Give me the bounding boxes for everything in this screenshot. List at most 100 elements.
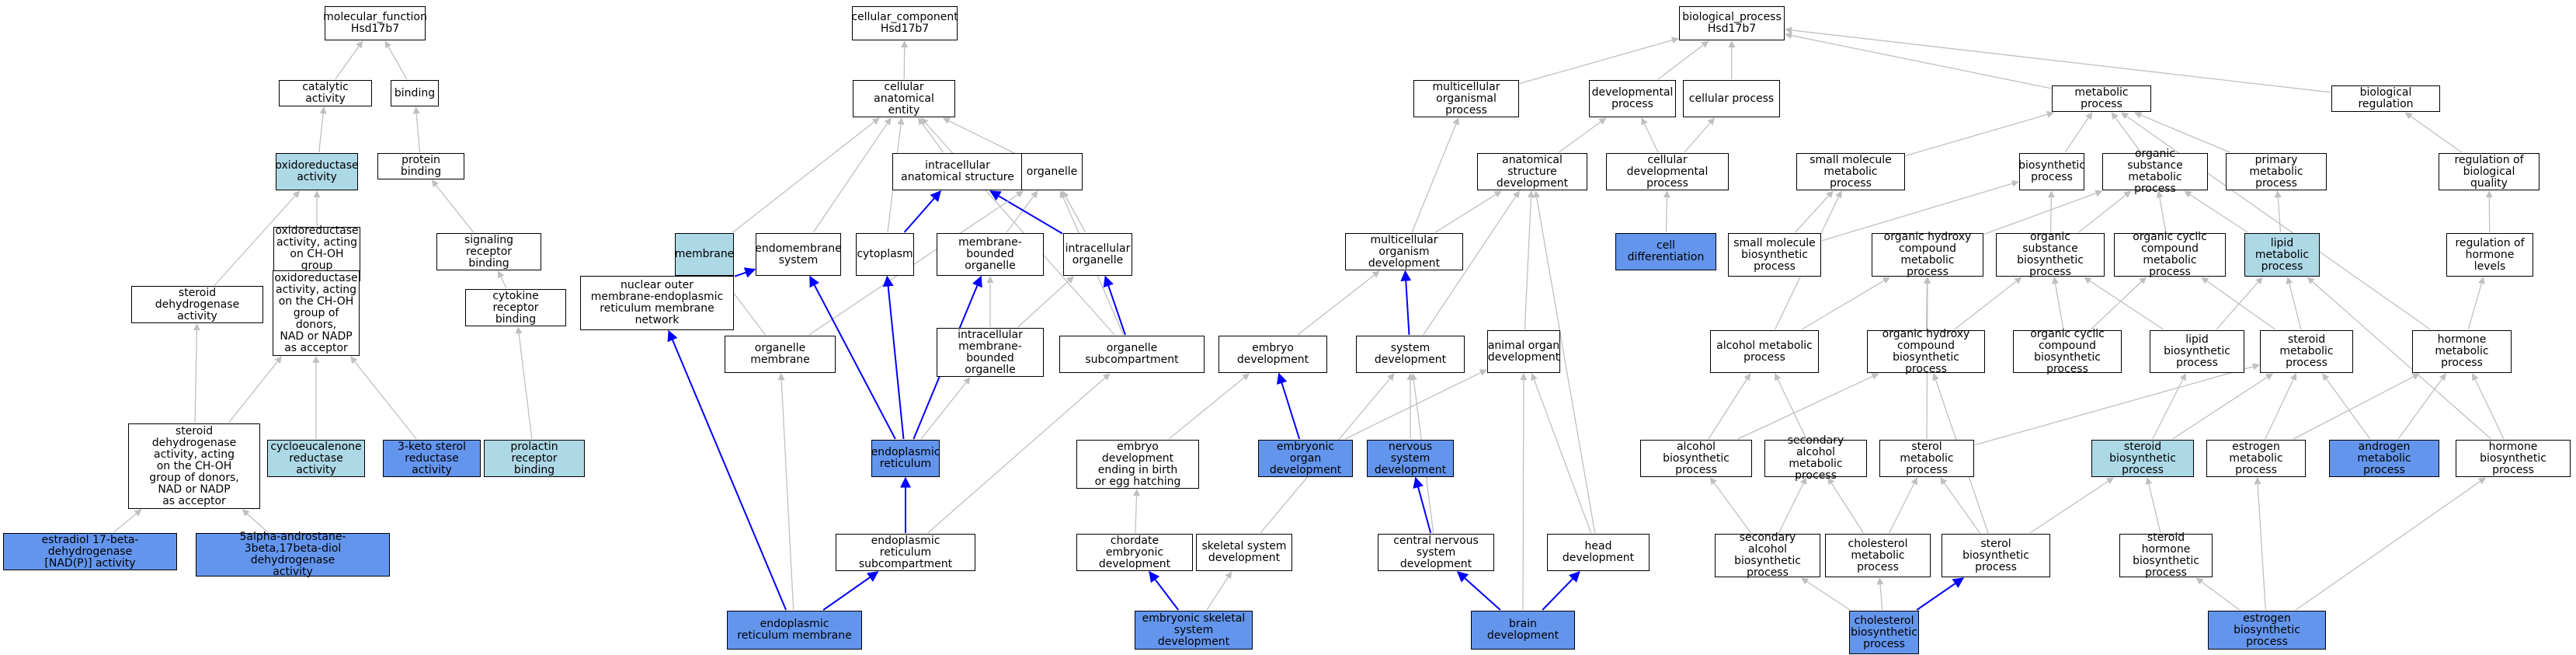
- node-esd[interactable]: embryonic skeletal system development: [1135, 611, 1253, 650]
- node-lipid-bp[interactable]: lipid biosynthetic process: [2150, 330, 2244, 373]
- node-shbp[interactable]: steroid hormone biosynthetic process: [2119, 532, 2213, 579]
- node-er-subcomp[interactable]: endoplasmic reticulum subcompartment: [836, 534, 975, 571]
- node-steroid-dh[interactable]: steroid dehydrogenase activity: [131, 286, 263, 323]
- node-androgen-mp[interactable]: androgen metabolic process: [2329, 440, 2439, 477]
- node-samp[interactable]: secondary alcohol metabolic process: [1764, 435, 1867, 482]
- node-prolactin[interactable]: prolactin receptor binding: [484, 440, 585, 477]
- node-ssd[interactable]: skeletal system development: [1196, 534, 1292, 571]
- node-embryo-dev[interactable]: embryo development: [1218, 336, 1327, 373]
- node-ox-choh-nad[interactable]: oxidoreductase activity, acting on the C…: [273, 270, 360, 356]
- node-osmp[interactable]: organic substance metabolic process: [2102, 148, 2208, 195]
- node-biosynthetic[interactable]: biosynthetic process: [2018, 153, 2085, 190]
- node-er[interactable]: endoplasmic reticulum: [871, 440, 940, 477]
- node-rhl[interactable]: regulation of hormone levels: [2446, 233, 2533, 277]
- edge-lipid_bp-to-lipid_mp: [2216, 277, 2263, 330]
- node-sterol-mp[interactable]: sterol metabolic process: [1879, 440, 1974, 477]
- edge-alcohol_bp-to-alcohol_mp: [1708, 373, 1751, 440]
- node-steroid-mp[interactable]: steroid metabolic process: [2260, 330, 2353, 373]
- node-alcohol-mp[interactable]: alcohol metabolic process: [1710, 330, 1819, 373]
- node-biological-regulation[interactable]: biological regulation: [2331, 85, 2440, 112]
- node-org-subcomp[interactable]: organelle subcompartment: [1059, 336, 1205, 373]
- node-androstane[interactable]: 5alpha-androstane-3beta,17beta-diol dehy…: [196, 531, 390, 578]
- node-signaling-receptor-binding[interactable]: signaling receptor binding: [436, 233, 541, 270]
- node-aod[interactable]: animal organ development: [1487, 330, 1560, 373]
- node-chol-mp[interactable]: cholesterol metabolic process: [1825, 534, 1931, 577]
- node-binding[interactable]: binding: [391, 80, 439, 106]
- node-eod[interactable]: embryonic organ development: [1258, 440, 1353, 477]
- node-imbo[interactable]: intracellular membrane-bounded organelle: [937, 328, 1044, 377]
- node-nuclear-outer[interactable]: nuclear outer membrane-endoplasmic retic…: [580, 276, 734, 330]
- edge-org_membrane-to-organelle: [808, 190, 1024, 336]
- node-osbp[interactable]: organic substance biosynthetic process: [1996, 232, 2105, 278]
- node-head-dev[interactable]: head development: [1547, 534, 1650, 571]
- node-oxidoreductase[interactable]: oxidoreductase activity: [275, 153, 359, 190]
- node-ced[interactable]: chordate embryonic development: [1076, 534, 1193, 571]
- node-endomembrane[interactable]: endomembrane system: [755, 233, 842, 276]
- node-rbq[interactable]: regulation of biological quality: [2439, 153, 2539, 190]
- node-estrogen-bp[interactable]: estrogen biosynthetic process: [2208, 611, 2326, 650]
- node-lipid-mp[interactable]: lipid metabolic process: [2244, 233, 2320, 277]
- node-cae[interactable]: cellular anatomical entity: [853, 80, 955, 117]
- node-mod[interactable]: multicellular organism development: [1345, 233, 1463, 270]
- node-hormone-mp[interactable]: hormone metabolic process: [2412, 330, 2512, 373]
- node-occbp[interactable]: organic cyclic compound biosynthetic pro…: [2013, 328, 2122, 375]
- node-smbp[interactable]: small molecule biosynthetic process: [1728, 233, 1821, 277]
- node-pmp[interactable]: primary metabolic process: [2226, 153, 2327, 190]
- node-chol-bp[interactable]: cholesterol biosynthetic process: [1849, 611, 1919, 654]
- node-organelle[interactable]: organelle: [1021, 153, 1083, 190]
- node-metabolic[interactable]: metabolic process: [2052, 85, 2151, 112]
- node-er-membrane[interactable]: endoplasmic reticulum membrane: [727, 611, 862, 650]
- edge-cae-to-cc_root: [901, 40, 909, 80]
- node-membrane[interactable]: membrane: [675, 233, 734, 276]
- node-asd[interactable]: anatomical structure development: [1477, 153, 1587, 190]
- node-steroid-bp[interactable]: steroid biosynthetic process: [2091, 440, 2194, 477]
- node-cc-root[interactable]: cellular_component Hsd17b7: [851, 6, 958, 40]
- node-multicellular-process[interactable]: multicellular organismal process: [1413, 80, 1519, 117]
- node-edebh[interactable]: embryo development ending in birth or eg…: [1076, 440, 1199, 489]
- node-nsd[interactable]: nervous system development: [1367, 440, 1454, 477]
- node-developmental[interactable]: developmental process: [1589, 80, 1676, 117]
- edge-system_dev-to-mod: [1400, 270, 1412, 336]
- node-cycloeucalenone[interactable]: cycloeucalenone reductase activity: [267, 440, 365, 477]
- edge-lipid_mp-to-pmp: [2274, 190, 2282, 233]
- edge-eod-to-embryo_dev: [1276, 372, 1301, 440]
- node-alcohol-bp[interactable]: alcohol biosynthetic process: [1640, 440, 1752, 477]
- edge-er_membrane-to-org_membrane: [777, 373, 794, 611]
- node-protein-binding[interactable]: protein binding: [377, 153, 464, 179]
- node-cytokine-receptor-binding[interactable]: cytokine receptor binding: [465, 289, 566, 326]
- edge-brain_dev-to-head_dev: [1542, 570, 1580, 611]
- edge-mbo-to-organelle: [1006, 190, 1038, 233]
- node-estradiol[interactable]: estradiol 17-beta-dehydrogenase [NAD(P)]…: [3, 533, 177, 570]
- node-hormone-bp[interactable]: hormone biosynthetic process: [2456, 440, 2571, 477]
- edge-oxidoreductase-to-catalytic: [318, 106, 327, 153]
- node-system-dev[interactable]: system development: [1356, 336, 1465, 373]
- node-cytoplasm[interactable]: cytoplasm: [856, 233, 914, 276]
- edge-developmental-to-bp_root: [1657, 40, 1709, 80]
- edge-pmp-to-metabolic: [2134, 111, 2230, 153]
- node-mf-root[interactable]: molecular_function Hsd17b7: [323, 6, 427, 40]
- node-brain-dev[interactable]: brain development: [1471, 611, 1575, 650]
- node-org-membrane[interactable]: organelle membrane: [725, 336, 836, 373]
- edge-steroid_dh_choh-to-steroid_dh: [193, 323, 200, 423]
- node-sabp[interactable]: secondary alcohol biosynthetic process: [1715, 532, 1820, 579]
- node-cdp[interactable]: cellular developmental process: [1606, 153, 1729, 190]
- node-estrogen-mp[interactable]: estrogen metabolic process: [2206, 440, 2306, 477]
- node-ohcmp[interactable]: organic hydroxy compound metabolic proce…: [1872, 232, 1983, 278]
- node-ohcbp[interactable]: organic hydroxy compound biosynthetic pr…: [1867, 328, 1985, 375]
- node-cell-diff[interactable]: cell differentiation: [1615, 233, 1716, 270]
- node-steroid-dh-choh[interactable]: steroid dehydrogenase activity, acting o…: [128, 423, 260, 509]
- edge-steroid_mp-to-lipid_mp: [2286, 277, 2302, 330]
- node-sterol-bp[interactable]: sterol biosynthetic process: [1942, 534, 2050, 577]
- node-ias[interactable]: intracellular anatomical structure: [892, 153, 1023, 190]
- node-cnsd[interactable]: central nervous system development: [1378, 534, 1494, 571]
- edge-protein_binding-to-binding: [412, 106, 421, 153]
- node-catalytic[interactable]: catalytic activity: [279, 80, 372, 106]
- node-cellular-process[interactable]: cellular process: [1683, 80, 1780, 117]
- node-occmp[interactable]: organic cyclic compound metabolic proces…: [2114, 232, 2226, 278]
- node-smmp[interactable]: small molecule metabolic process: [1796, 153, 1905, 190]
- node-mbo[interactable]: membrane-bounded organelle: [937, 233, 1044, 276]
- node-keto-sterol[interactable]: 3-keto sterol reductase activity: [383, 440, 481, 477]
- node-bp-root[interactable]: biological_process Hsd17b7: [1679, 6, 1785, 40]
- edge-membrane-to-cae: [732, 117, 880, 233]
- node-intra-org[interactable]: intracellular organelle: [1063, 233, 1132, 276]
